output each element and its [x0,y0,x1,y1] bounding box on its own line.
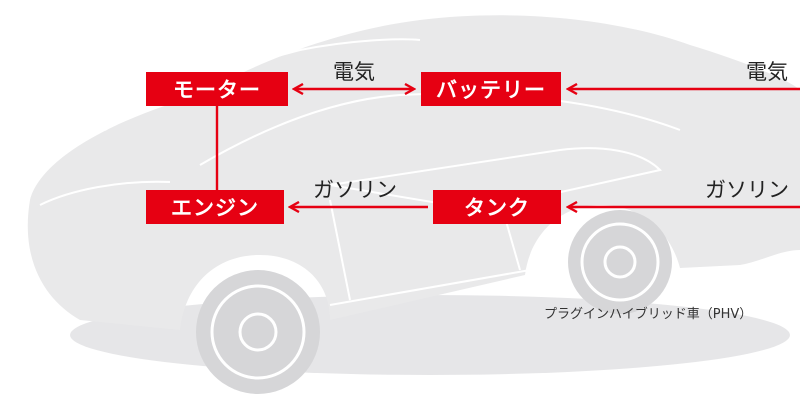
vehicle-type-caption: プラグインハイブリッド車（PHV） [544,307,753,322]
front-wheel [196,270,320,394]
gasoline-input-label: ガソリン [705,178,789,202]
engine-box: エンジン [146,190,284,224]
car-sill [329,269,531,306]
car-headlight [39,180,171,206]
electricity-label: 電気 [333,60,375,84]
car-illustration [27,15,800,394]
motor-box: モーター [146,72,288,106]
connectors [215,89,800,207]
tank-box: タンク [433,190,561,224]
battery-box: バッテリー [421,72,561,106]
electricity-input-label: 電気 [746,60,788,84]
gasoline-label: ガソリン [313,178,397,202]
rear-wheel [568,210,672,314]
car-window [329,147,662,212]
